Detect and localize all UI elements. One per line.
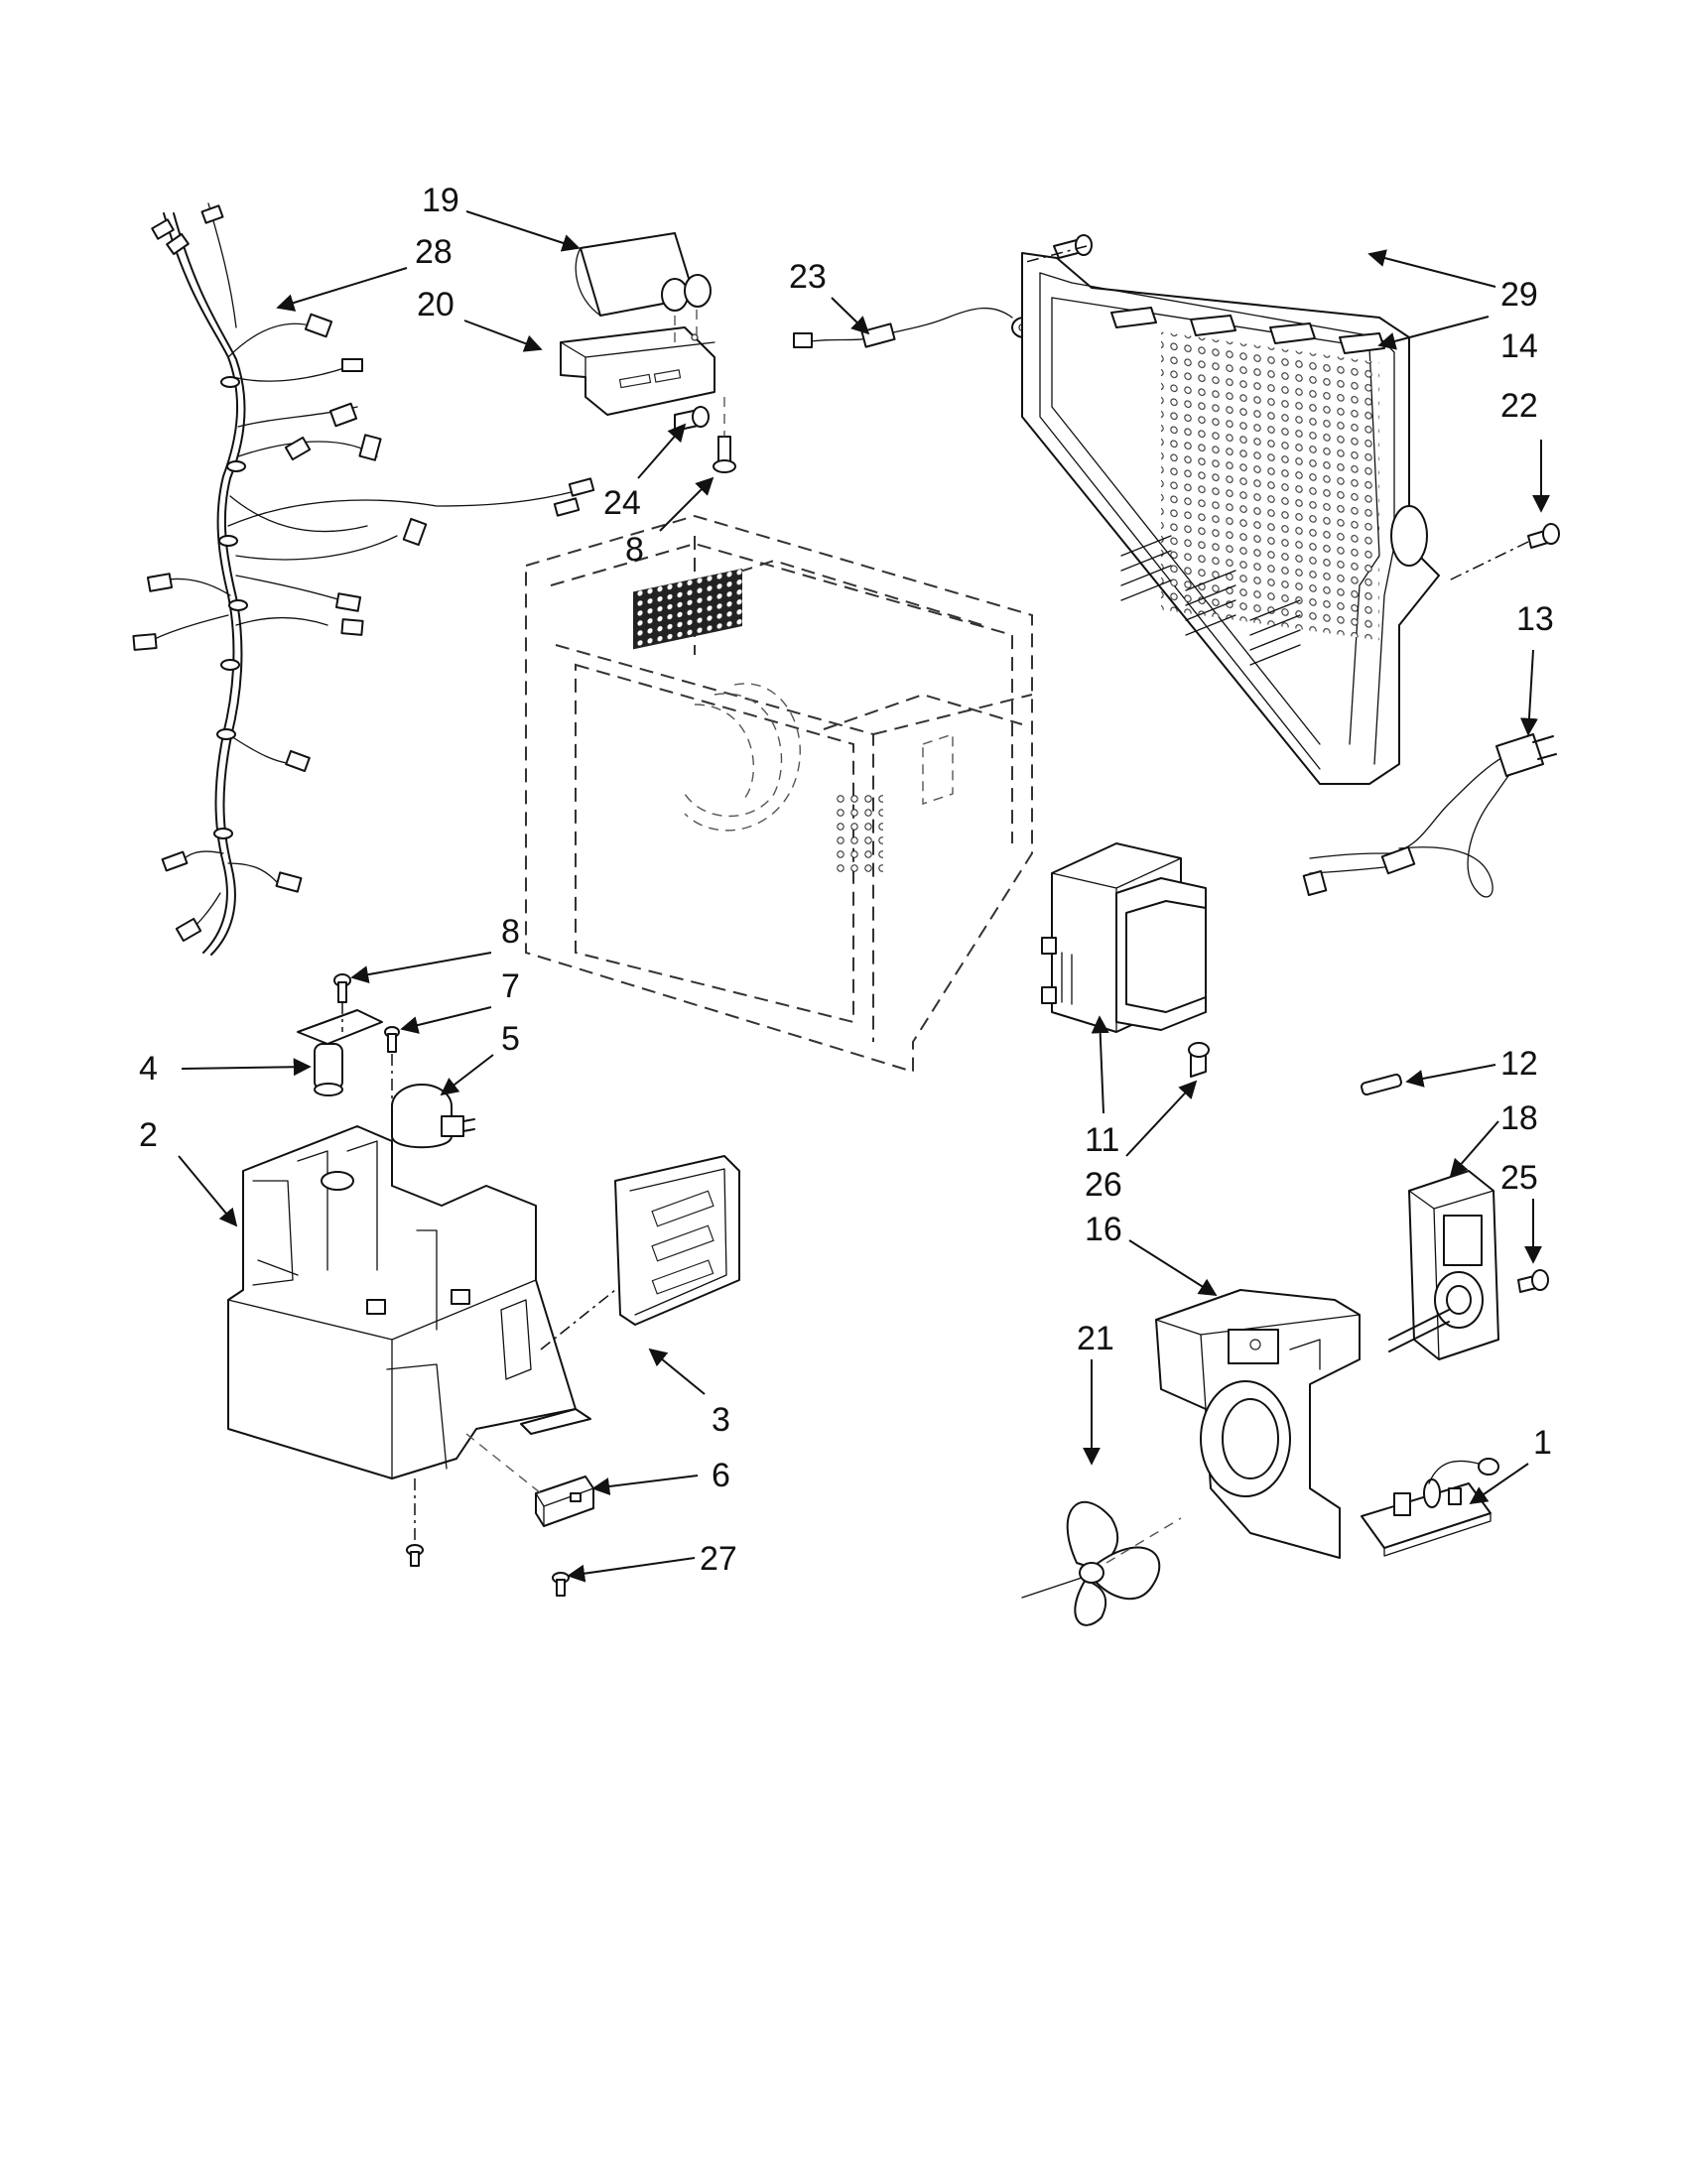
- power-cord-part: [1302, 733, 1557, 898]
- callout-13: 13: [1516, 600, 1554, 638]
- callout-19: 19: [422, 182, 459, 219]
- callout-8-lower: 8: [501, 913, 520, 951]
- screw-24: [674, 406, 710, 432]
- transformer-part: [1041, 842, 1207, 1033]
- callout-1: 1: [1533, 1424, 1552, 1462]
- callout-25: 25: [1500, 1159, 1538, 1197]
- leader-arrows: [178, 210, 1550, 1583]
- callout-3: 3: [712, 1401, 730, 1439]
- lead-wire-part: [793, 307, 1037, 348]
- thermostat-part: [297, 1002, 383, 1096]
- fan-motor-part: [1388, 1170, 1499, 1360]
- cabinet-vents: [1120, 535, 1301, 666]
- fuse-part: [1361, 1073, 1402, 1096]
- screw-26: [1188, 1042, 1210, 1078]
- screw-22: [1527, 523, 1560, 549]
- fan-blade-part: [1021, 1500, 1182, 1626]
- callout-12: 12: [1500, 1045, 1538, 1083]
- screw-27: [552, 1572, 570, 1597]
- callout-28: 28: [415, 233, 453, 271]
- callout-14: 14: [1500, 327, 1538, 365]
- callout-2: 2: [139, 1116, 158, 1154]
- screw-8-top: [713, 397, 736, 473]
- callout-6: 6: [712, 1457, 730, 1494]
- callout-4: 4: [139, 1050, 158, 1088]
- callout-20: 20: [417, 286, 454, 323]
- oven-cavity-reference: [525, 514, 1033, 1074]
- control-board-part: [1361, 1458, 1499, 1557]
- callout-29: 29: [1500, 276, 1538, 314]
- callout-21: 21: [1077, 1320, 1114, 1357]
- screw-25: [1517, 1269, 1549, 1293]
- cabinet-part: [1021, 252, 1440, 785]
- callout-27: 27: [700, 1540, 737, 1578]
- callout-8-upper: 8: [625, 531, 644, 569]
- callout-11: 11: [1085, 1121, 1119, 1159]
- callout-5: 5: [501, 1020, 520, 1058]
- callout-23: 23: [789, 258, 827, 296]
- wire-harness-part: [132, 202, 595, 956]
- callout-16: 16: [1085, 1211, 1122, 1248]
- air-guide-duct-part: [227, 1125, 591, 1567]
- screw-7: [384, 1026, 400, 1250]
- capacitor-bracket-part: [560, 310, 715, 416]
- switch-part: [465, 1433, 594, 1527]
- fan-bracket-part: [1155, 1289, 1361, 1559]
- callout-22: 22: [1500, 387, 1538, 425]
- motor-part: [391, 1084, 475, 1149]
- callout-7: 7: [501, 967, 520, 1005]
- guide-line-29: [1021, 245, 1088, 264]
- guide-line-22: [1448, 541, 1529, 581]
- cover-plate-part: [540, 1155, 740, 1350]
- callout-24: 24: [603, 484, 641, 522]
- screw-8-bottom: [333, 973, 351, 1003]
- callout-26: 26: [1085, 1166, 1122, 1204]
- capacitor-part: [575, 232, 712, 317]
- callout-labels: 19 28 20 23 29 14 22 24 8 13 8 7 5 4 2 1…: [139, 182, 1554, 1578]
- callout-18: 18: [1500, 1099, 1538, 1137]
